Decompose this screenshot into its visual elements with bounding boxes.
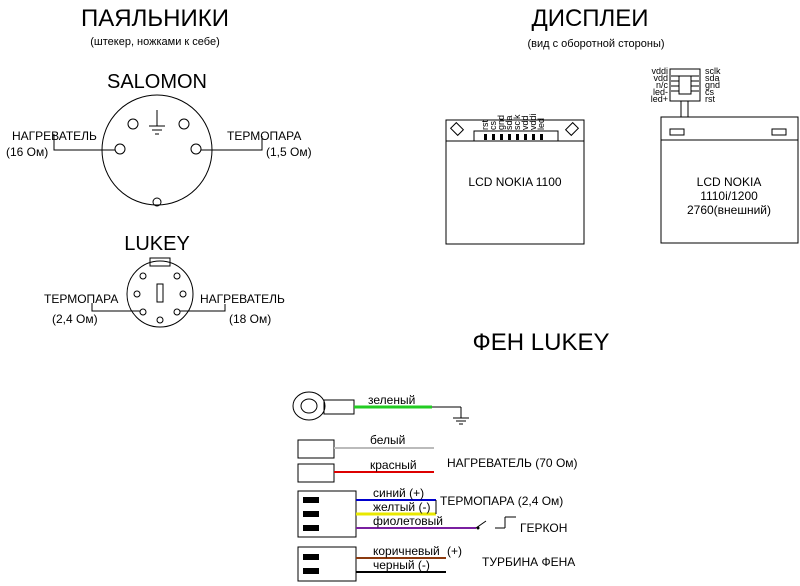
- white-terminal: [297, 439, 335, 459]
- thermo-label: ТЕРМОПАРА (2,4 Ом): [440, 494, 563, 508]
- pin-label: rst: [705, 94, 715, 104]
- pin-label: rst: [480, 120, 490, 130]
- irons-title: ПАЯЛЬНИКИ: [81, 5, 229, 32]
- nokia1110-name-line1: LCD NOKIA: [697, 175, 762, 189]
- connector-pin: [303, 497, 319, 503]
- displays-subtitle: (вид с оборотной стороны): [527, 38, 664, 50]
- black-label: черный (-): [373, 558, 430, 572]
- brown-label: коричневый: [373, 544, 440, 558]
- pin-label: sda: [705, 73, 720, 83]
- nokia1110-name-line3: 2760(внешний): [687, 203, 771, 217]
- white-label: белый: [370, 433, 405, 447]
- blue-label: синий (+): [373, 486, 424, 500]
- salomon-key: [152, 197, 162, 207]
- lukey-heater-ohm: (18 Ом): [229, 312, 271, 326]
- pin-label: cs: [705, 87, 715, 97]
- pin-label: sda: [504, 115, 514, 130]
- connector-pin: [303, 568, 319, 574]
- lukey-heater-label: НАГРЕВАТЕЛЬ: [200, 292, 285, 306]
- nokia1110-pins-left: vddi vdd n/c led- led+: [651, 66, 669, 104]
- connector-pin: [303, 525, 319, 531]
- pin-label: vdd: [520, 115, 530, 130]
- turbine-label: ТУРБИНА ФЕНА: [482, 555, 575, 569]
- nokia1100-contacts: [484, 134, 543, 140]
- salomon-thermo-label: ТЕРМОПАРА: [227, 129, 301, 143]
- pin-label: cs: [488, 121, 498, 131]
- nokia1110-mount: [669, 128, 685, 136]
- pin-label: vddi: [528, 113, 538, 130]
- turbine-connector: [297, 546, 357, 582]
- pin-label: gnd: [705, 80, 720, 90]
- salomon-heater-ohm: (16 Ом): [6, 145, 48, 159]
- irons-subtitle: (штекер, ножками к себе): [90, 36, 220, 48]
- violet-label: фиолетовый: [373, 514, 443, 528]
- salomon-heater-lead: [53, 134, 115, 151]
- reed-label: ГЕРКОН: [520, 521, 567, 535]
- brown-sign: (+): [447, 544, 462, 558]
- lukey-heater-lead: [180, 304, 226, 312]
- red-label: красный: [370, 458, 417, 472]
- lukey-key: [149, 257, 171, 267]
- nokia1100-pin-labels: rst cs gnd sda sclk vdd vddi led: [480, 113, 546, 130]
- salomon-heater-label: НАГРЕВАТЕЛЬ: [12, 129, 97, 143]
- salomon-pin: [127, 118, 139, 130]
- displays-title: ДИСПЛЕИ: [531, 5, 648, 32]
- ground-icon: [149, 110, 165, 135]
- lukey-thermo-lead: [91, 303, 140, 312]
- salomon-thermo-lead: [201, 136, 263, 151]
- nokia1100-display: rst cs gnd sda sclk vdd vddi led: [445, 113, 585, 245]
- ring-terminal: [292, 391, 326, 421]
- nokia1110-body: [660, 116, 799, 244]
- pin-label: led: [536, 118, 546, 130]
- lukey-title: LUKEY: [124, 233, 190, 255]
- pin-label: n/c: [656, 80, 669, 90]
- nokia1100-mount: [564, 121, 580, 137]
- nokia1100-body: [445, 119, 585, 245]
- salomon-connector: [53, 94, 263, 207]
- pin-label: sclk: [705, 66, 721, 76]
- lukey-connector: [91, 257, 226, 328]
- fan-title: ФЕН LUKEY: [473, 329, 610, 356]
- red-terminal: [297, 463, 335, 483]
- pin-label: sclk: [512, 114, 522, 130]
- lukey-body: [126, 260, 194, 328]
- pin-label: led+: [651, 94, 668, 104]
- lukey-center-pin: [156, 283, 164, 303]
- pin-label: vdd: [653, 73, 668, 83]
- pin-label: gnd: [496, 115, 506, 130]
- nokia1110-pins-right: sclk sda gnd cs rst: [705, 66, 721, 104]
- salomon-title: SALOMON: [107, 71, 207, 93]
- connector-pin: [303, 554, 319, 560]
- salomon-pin: [190, 143, 202, 155]
- salomon-pin: [178, 118, 190, 130]
- green-label: зеленый: [368, 393, 415, 407]
- nokia1110-mount: [771, 128, 787, 136]
- salomon-thermo-ohm: (1,5 Ом): [266, 145, 312, 159]
- nokia1110-display: [660, 68, 799, 244]
- nokia1100-name: LCD NOKIA 1100: [468, 175, 561, 189]
- connector-pin: [303, 511, 319, 517]
- salomon-pin: [114, 143, 126, 155]
- pin-label: led-: [653, 87, 668, 97]
- reed-switch-icon: [475, 516, 516, 530]
- yellow-label: желтый (-): [373, 500, 430, 514]
- nokia1110-name-line2: 1110i/1200: [700, 189, 758, 203]
- nokia1110-connector: [669, 68, 701, 102]
- ground-icon: [453, 407, 469, 425]
- lukey-thermo-label: ТЕРМОПАРА: [44, 292, 118, 306]
- heater-label: НАГРЕВАТЕЛЬ (70 Ом): [447, 456, 578, 470]
- nokia1100-mount: [449, 121, 465, 137]
- pin-label: vddi: [651, 66, 668, 76]
- lukey-thermo-ohm: (2,4 Ом): [52, 312, 98, 326]
- fan-green-wire-group: [292, 391, 469, 425]
